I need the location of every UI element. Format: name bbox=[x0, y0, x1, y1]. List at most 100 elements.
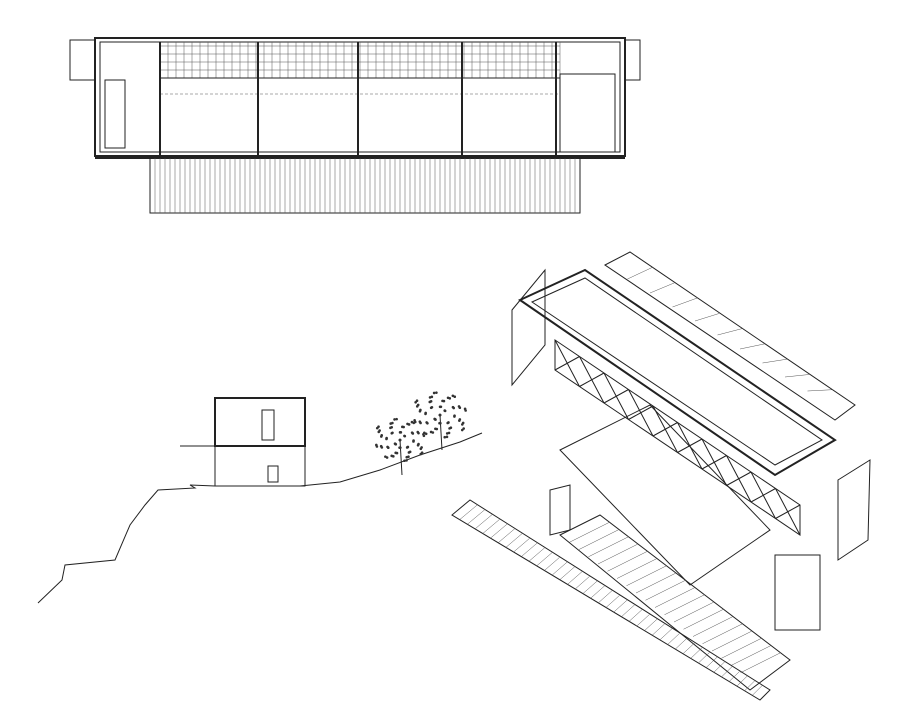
tree-foliage-dot bbox=[375, 426, 379, 430]
panel-joint bbox=[627, 267, 653, 280]
tree-foliage-dot bbox=[408, 450, 412, 454]
panel-joint bbox=[762, 358, 788, 364]
deck-board bbox=[626, 565, 667, 586]
axo-upper-panels bbox=[604, 251, 856, 421]
panel-joint bbox=[672, 297, 698, 308]
deck-board bbox=[740, 652, 781, 673]
tree-foliage-dot bbox=[375, 445, 379, 448]
louvre-slat bbox=[682, 642, 696, 654]
deck-board bbox=[588, 536, 629, 557]
tree-foliage-dot bbox=[406, 422, 409, 426]
axo-roof bbox=[517, 268, 837, 477]
section-window bbox=[267, 465, 279, 483]
tree-foliage-dot bbox=[426, 421, 429, 425]
tree-foliage-dot bbox=[462, 427, 465, 430]
louvre-slat bbox=[652, 623, 666, 636]
floor-plan bbox=[69, 37, 641, 214]
deck-board bbox=[730, 645, 772, 666]
panel-joint bbox=[739, 343, 766, 350]
louvre-slat bbox=[628, 609, 643, 622]
tree-foliage-dot bbox=[434, 418, 437, 421]
tree-foliage-dot bbox=[424, 412, 427, 416]
plan-right-extension bbox=[624, 39, 641, 81]
tree-foliage-dot bbox=[420, 451, 424, 454]
tree-foliage-dot bbox=[428, 400, 432, 404]
deck-board bbox=[664, 594, 705, 615]
louvre-slat bbox=[729, 670, 741, 682]
tree-foliage-dot bbox=[403, 434, 406, 438]
deck-board bbox=[721, 638, 762, 659]
deck-board bbox=[635, 572, 677, 594]
deck-board bbox=[673, 601, 715, 623]
tree-foliage-dot bbox=[435, 427, 439, 431]
louvre-slat bbox=[536, 552, 553, 567]
louvre-slat bbox=[559, 566, 576, 580]
louvre-slat bbox=[705, 656, 718, 668]
plan-stair bbox=[104, 79, 126, 149]
tree-trunk bbox=[439, 414, 443, 451]
deck-board bbox=[616, 558, 658, 579]
axo-right-panel bbox=[837, 459, 871, 561]
tree-foliage-dot bbox=[389, 422, 392, 425]
tree-foliage-dot bbox=[394, 442, 398, 446]
truss-diagonal bbox=[652, 422, 678, 437]
truss-diagonal bbox=[554, 356, 580, 371]
axo-left-panel bbox=[511, 268, 546, 387]
section-door bbox=[261, 409, 275, 441]
tree-foliage-dot bbox=[392, 455, 395, 458]
tree-foliage-dot bbox=[385, 456, 389, 459]
louvre-slat bbox=[690, 647, 703, 659]
louvre-slat bbox=[498, 528, 516, 543]
louvre-slat bbox=[721, 666, 733, 678]
tree-foliage-dot bbox=[446, 396, 450, 400]
axo-floor-slab bbox=[559, 404, 771, 586]
tree-foliage-dot bbox=[401, 425, 404, 429]
plan-outer-wall bbox=[94, 37, 626, 157]
tree-foliage-dot bbox=[424, 432, 428, 436]
axo-truss-frame bbox=[554, 339, 801, 536]
tree-foliage-dot bbox=[445, 435, 449, 439]
truss-diagonal bbox=[628, 405, 654, 420]
truss-diagonal bbox=[579, 372, 605, 387]
tree-foliage-dot bbox=[407, 455, 410, 458]
louvre-slat bbox=[528, 547, 546, 562]
louvre-slat bbox=[582, 580, 598, 594]
panel-joint bbox=[649, 282, 676, 294]
tree-foliage-dot bbox=[449, 426, 453, 430]
louvre-slat bbox=[513, 537, 531, 553]
deck-board bbox=[578, 529, 620, 550]
tree-trunk bbox=[399, 439, 403, 476]
tree-foliage-dot bbox=[457, 405, 461, 408]
tree-foliage-dot bbox=[435, 391, 438, 394]
tree-foliage-dot bbox=[393, 418, 396, 421]
tree-foliage-dot bbox=[420, 446, 423, 449]
tree-foliage-dot bbox=[463, 407, 467, 411]
plan-deck-boards bbox=[154, 158, 576, 213]
axo-deck bbox=[559, 514, 791, 691]
axo-louvre-slats bbox=[459, 504, 763, 696]
tree-foliage-dot bbox=[438, 405, 442, 409]
plan-bath-room bbox=[559, 73, 616, 153]
louvre-slat bbox=[605, 594, 621, 608]
section-house-upper bbox=[214, 397, 306, 447]
deck-board bbox=[692, 616, 734, 637]
plan-partitions bbox=[159, 42, 557, 156]
tree-foliage-dot bbox=[398, 438, 402, 442]
axo-truss bbox=[554, 339, 801, 536]
deck-board bbox=[683, 609, 724, 630]
louvre-slat bbox=[675, 637, 688, 650]
louvre-slat bbox=[482, 518, 501, 534]
deck-board bbox=[645, 580, 686, 601]
louvre-slat bbox=[459, 504, 478, 520]
tree-foliage-dot bbox=[429, 406, 433, 410]
tree-foliage-dot bbox=[447, 431, 451, 435]
tree-foliage-dot bbox=[398, 431, 402, 434]
tree-foliage-dot bbox=[399, 446, 402, 449]
louvre-slat bbox=[551, 561, 568, 576]
tree-foliage-dot bbox=[385, 437, 388, 441]
louvre-slat bbox=[590, 585, 606, 599]
louvre-slat bbox=[698, 651, 711, 664]
axo-door-panel bbox=[549, 484, 571, 536]
tree-foliage-dot bbox=[395, 451, 399, 455]
